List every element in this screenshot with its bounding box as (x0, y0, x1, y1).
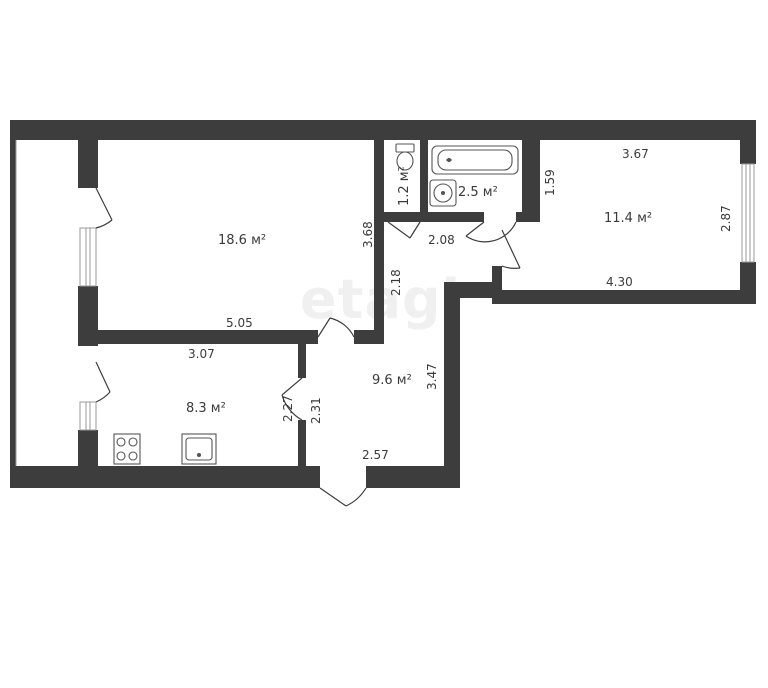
windows (15, 140, 755, 466)
hall-area: 9.6 м² (372, 373, 412, 388)
balcony-door-living (95, 187, 113, 221)
kitchen-hall-wall-upper (298, 344, 306, 378)
living-right-wall (374, 140, 384, 340)
outer-wall-bottom-right (366, 466, 460, 488)
bedroom-bottom-wall (500, 290, 756, 304)
bedroom-door (501, 229, 521, 269)
dim-bedroom-width-top: 3.67 (622, 147, 649, 161)
bath-bedroom-wall (522, 140, 540, 222)
bathroom-door (465, 221, 485, 237)
kitchen-sink-icon (181, 433, 217, 465)
dim-hall-width: 2.57 (362, 448, 389, 462)
window-kitchen (79, 401, 97, 431)
walls (10, 120, 756, 488)
left-wall-middle (78, 286, 98, 346)
balcony-wall (10, 120, 16, 470)
outer-wall-top (10, 120, 756, 140)
stove-icon (113, 433, 141, 465)
dim-hall-depth-left: 2.31 (309, 397, 323, 424)
entrance-door (319, 487, 347, 507)
toilet-bath-wall (420, 140, 428, 222)
balcony-door-kitchen (95, 361, 111, 393)
dim-corridor-width: 2.08 (428, 233, 455, 247)
doors (95, 187, 521, 507)
right-wall-lower (740, 262, 756, 304)
bathtub-icon (431, 145, 519, 175)
toilet-bottom-wall (384, 212, 420, 222)
fixtures (113, 143, 519, 465)
toilet-icon (395, 143, 415, 171)
kitchen-area: 8.3 м² (186, 401, 226, 416)
right-wall-upper (740, 120, 756, 164)
dim-hall-depth-right: 3.47 (425, 363, 439, 390)
kitchen-door (281, 377, 303, 396)
bedroom-left-wall-lower (492, 266, 502, 304)
bedroom-area: 11.4 м² (604, 211, 652, 226)
dim-living-width: 5.05 (226, 316, 253, 330)
dim-kitchen-depth: 2.27 (281, 395, 295, 422)
toilet-area: 1.2 м² (397, 166, 412, 206)
sink-icon (429, 179, 457, 207)
living-hall-wall-stub (354, 330, 384, 344)
bathroom-area: 2.5 м² (458, 185, 498, 200)
living-door (317, 317, 331, 338)
hall-right-wall (444, 282, 460, 488)
hall-top-step-wall (444, 282, 502, 298)
area-labels: 18.6 м² 11.4 м² 8.3 м² 9.6 м² 2.5 м² 1.2… (186, 166, 652, 416)
dim-bedroom-depth: 2.87 (719, 205, 733, 232)
window-living (79, 227, 97, 287)
living-kitchen-wall (98, 330, 318, 344)
toilet-door (387, 221, 411, 239)
window-bedroom (741, 163, 755, 263)
dim-corridor-length: 2.18 (389, 269, 403, 296)
bath-bottom-wall-left (428, 212, 484, 222)
kitchen-hall-wall-lower (298, 420, 306, 468)
left-wall-upper (78, 140, 98, 188)
dim-kitchen-width: 3.07 (188, 347, 215, 361)
dim-living-depth: 3.68 (361, 221, 375, 248)
living-room-area: 18.6 м² (218, 233, 266, 248)
dim-bedroom-wall: 1.59 (543, 169, 557, 196)
outer-wall-bottom-left (10, 466, 320, 488)
dimension-labels: 5.05 3.68 2.18 2.08 3.67 4.30 2.87 1.59 … (188, 147, 733, 462)
dim-bedroom-width-bottom: 4.30 (606, 275, 633, 289)
